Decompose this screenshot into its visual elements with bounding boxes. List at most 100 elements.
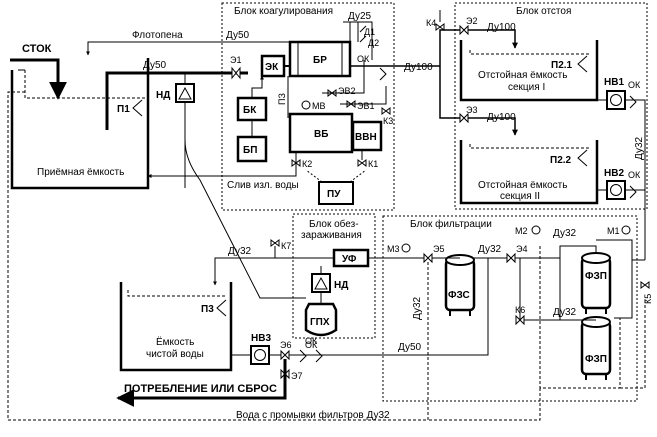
receiving-tank-label: Приёмная ёмкость xyxy=(37,167,124,178)
svg-text:НД: НД xyxy=(334,280,348,291)
flotopena-line xyxy=(86,41,302,56)
svg-text:П1: П1 xyxy=(117,104,130,115)
valve-pz: ПЗ xyxy=(277,93,287,105)
power-unit-bp[interactable]: БП xyxy=(236,135,268,163)
check-valve-ok-5[interactable]: ОК xyxy=(305,336,323,363)
pipe-du50-c: Ду50 xyxy=(398,342,422,353)
pipe-du32-a: Ду32 xyxy=(634,136,645,160)
chemical-tank-gph[interactable]: ГПХ xyxy=(304,302,338,337)
valve-ev2[interactable]: ЭВ2 xyxy=(327,86,355,97)
reactor-br[interactable]: БР xyxy=(288,40,352,78)
pump-vvn[interactable]: ВВН xyxy=(351,120,383,152)
svg-text:М1: М1 xyxy=(607,226,620,236)
electrocoagulator-ek[interactable]: ЭК xyxy=(260,54,286,78)
valve-e1[interactable]: Э1 xyxy=(230,55,241,80)
valve-k2[interactable]: К2 xyxy=(291,159,312,169)
settling-tank-1-label-1: Отстойная ёмкость xyxy=(478,70,567,81)
svg-text:НВ1: НВ1 xyxy=(604,77,624,88)
pipe-du32-e: Ду32 xyxy=(553,228,577,239)
pipe-du100-b: Ду100 xyxy=(487,22,516,33)
svg-text:ЭВ1: ЭВ1 xyxy=(357,101,374,111)
svg-text:М2: М2 xyxy=(515,226,528,236)
svg-text:Д1: Д1 xyxy=(364,27,375,37)
clean-tank-label-1: Ёмкость xyxy=(156,336,194,348)
valve-ev1[interactable]: ЭВ1 xyxy=(346,100,374,111)
pump-nd-2[interactable]: НД xyxy=(311,273,348,293)
filter-fzp-2[interactable]: ФЗП xyxy=(580,316,612,380)
pipe-du32-d: Ду32 xyxy=(478,244,502,255)
valve-k4[interactable]: К4 xyxy=(426,18,445,31)
valve-k1[interactable]: К1 xyxy=(357,159,378,169)
pipe-du50-b: Ду50 xyxy=(226,30,250,41)
valve-e3[interactable]: Э3 xyxy=(459,105,477,124)
stok-inflow-line xyxy=(10,58,67,100)
svg-text:Э4: Э4 xyxy=(516,244,527,254)
svg-text:К5: К5 xyxy=(643,294,653,304)
svg-text:ОК: ОК xyxy=(357,54,370,64)
receiving-tank xyxy=(10,58,150,190)
sensor-p1: П1 xyxy=(117,99,143,117)
valve-e5[interactable]: Э5 xyxy=(423,244,444,264)
disinfection-block-title-2: зараживания xyxy=(301,230,362,241)
svg-text:ОК: ОК xyxy=(628,170,641,180)
sensor-p2-2: П2.2 xyxy=(550,149,588,167)
level-sensor-d2: Д2 xyxy=(359,35,379,48)
pump-nv2[interactable]: НВ2 xyxy=(604,168,626,200)
valve-e6[interactable]: Э6 xyxy=(280,340,291,361)
check-valve-ok-2[interactable]: ОК xyxy=(628,80,641,109)
svg-text:К7: К7 xyxy=(281,241,291,251)
uv-unit-uf[interactable]: УФ xyxy=(332,248,370,268)
settling-tank-1-label-2: секция I xyxy=(508,82,545,93)
svg-text:ГПХ: ГПХ xyxy=(310,317,330,328)
valve-e2[interactable]: Э2 xyxy=(459,16,477,36)
svg-text:Э7: Э7 xyxy=(291,371,302,381)
svg-text:ВВН: ВВН xyxy=(355,132,377,143)
svg-text:БК: БК xyxy=(243,105,257,116)
svg-text:ФЗП: ФЗП xyxy=(585,271,607,282)
svg-text:НВ3: НВ3 xyxy=(251,333,271,344)
pump-nv1[interactable]: НВ1 xyxy=(604,77,626,110)
pipe-du100-c: Ду100 xyxy=(487,112,516,123)
filter-fzs[interactable]: ФЗС xyxy=(444,254,476,316)
valve-k6[interactable]: К6 xyxy=(515,305,525,326)
check-valve-ok-1[interactable]: ОК xyxy=(357,54,387,81)
feed-line-du50 xyxy=(105,71,248,130)
svg-text:К6: К6 xyxy=(515,305,525,315)
meter-m3: М3 xyxy=(387,243,411,254)
meter-mv: МВ xyxy=(301,100,326,111)
control-panel-pu[interactable]: ПУ xyxy=(318,181,354,205)
clean-water-tank xyxy=(119,282,233,372)
svg-text:ЭВ2: ЭВ2 xyxy=(338,86,355,96)
drain-label: Слив изл. воды xyxy=(227,180,299,191)
clean-tank-label-2: чистой воды xyxy=(146,349,204,360)
wash-water-label: Вода с промывки фильтров Ду32 xyxy=(236,409,390,421)
svg-text:НД: НД xyxy=(156,90,170,101)
meter-m1: М1 xyxy=(607,225,631,236)
pump-nv3[interactable]: НВ3 xyxy=(250,333,271,365)
check-valve-ok-4[interactable]: ОК xyxy=(299,340,318,363)
filter-fzp-1[interactable]: ФЗП xyxy=(580,252,612,314)
settling-tank-2 xyxy=(459,140,599,205)
coagulant-block-bk[interactable]: БК xyxy=(236,96,268,122)
water-tank-vb[interactable]: ВБ xyxy=(288,112,354,154)
settling-tank-1 xyxy=(459,40,599,102)
svg-text:П3: П3 xyxy=(201,304,214,315)
settling-block-title: Блок отстоя xyxy=(516,6,571,17)
svg-text:К2: К2 xyxy=(302,159,312,169)
pipe-du25: Ду25 xyxy=(348,11,372,22)
valve-k7[interactable]: К7 xyxy=(270,239,291,251)
svg-text:Э6: Э6 xyxy=(280,340,291,350)
filtration-block-title: Блок фильтрации xyxy=(410,218,492,230)
valve-k3[interactable]: К3 xyxy=(381,107,393,126)
check-valve-ok-3[interactable]: ОК xyxy=(628,170,641,199)
valve-e4[interactable]: Э4 xyxy=(506,244,527,264)
flotopena-label: Флотопена xyxy=(132,30,183,41)
stok-label: СТОК xyxy=(22,43,52,55)
valve-k5[interactable]: К5 xyxy=(640,281,653,304)
svg-text:БП: БП xyxy=(243,145,257,156)
svg-text:ЭК: ЭК xyxy=(265,62,279,73)
svg-text:НВ2: НВ2 xyxy=(604,168,624,179)
pipe-du32-c: Ду32 xyxy=(412,296,423,320)
filtration-block-frame xyxy=(382,215,638,402)
pipe-du32-f: Ду32 xyxy=(553,307,577,318)
